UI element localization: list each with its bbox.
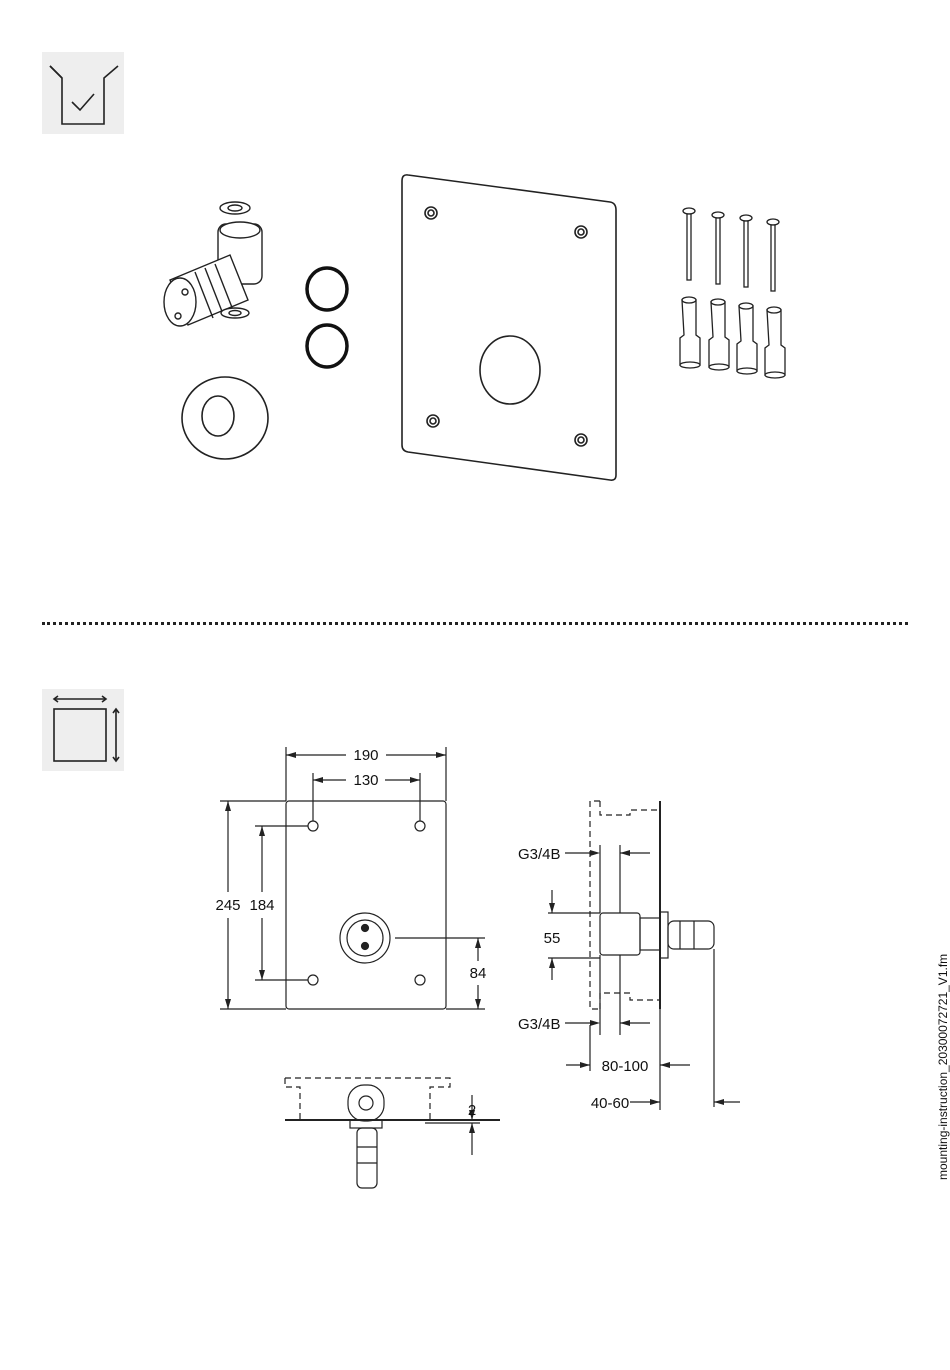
dowels	[680, 297, 785, 378]
dim-184: 184	[249, 897, 274, 914]
dim-130: 130	[353, 772, 378, 789]
dimensions-icon-box	[42, 689, 124, 771]
plate-front-view	[286, 801, 446, 1009]
dim-2: 2	[468, 1102, 476, 1119]
dim-40-60: 40-60	[591, 1095, 629, 1112]
section-divider	[42, 622, 908, 625]
dim-190: 190	[353, 747, 378, 764]
dim-thread-top: G3/4B	[518, 846, 561, 863]
document-id-text: mounting-instruction_20300072721_V1.fm	[936, 954, 950, 1180]
scope-of-delivery-icon-box	[42, 52, 124, 134]
dim-55: 55	[544, 930, 561, 947]
valve-body	[164, 202, 262, 326]
dim-84: 84	[470, 965, 487, 982]
screws	[683, 208, 779, 291]
mounting-plate	[402, 175, 616, 480]
top-view	[285, 1078, 500, 1188]
parts-illustration	[140, 160, 820, 500]
dimension-square-icon	[42, 689, 124, 771]
arrowheads	[225, 752, 481, 1009]
box-check-icon	[42, 52, 124, 134]
dimension-drawing: 190 130 245 184 84 G3/4B G3/4B 55 80-100…	[200, 735, 760, 1215]
dim-80-100: 80-100	[602, 1058, 649, 1075]
rosette	[182, 377, 268, 459]
dim-thread-bottom: G3/4B	[518, 1016, 561, 1033]
o-rings	[307, 268, 347, 367]
dim-245: 245	[215, 897, 240, 914]
